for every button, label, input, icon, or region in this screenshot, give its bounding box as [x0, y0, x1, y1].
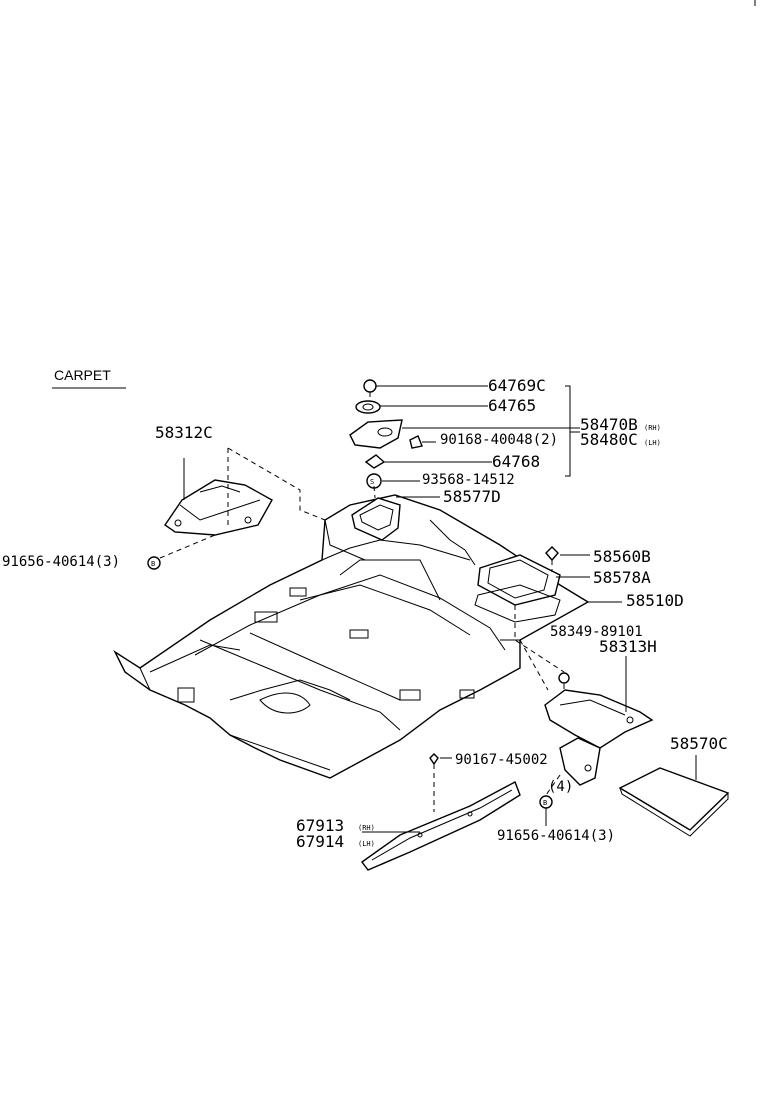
mat-58570C	[618, 767, 730, 837]
section-title: CARPET	[54, 367, 111, 383]
label-58577D: 58577D	[443, 487, 501, 506]
label-58313H: 58313H	[599, 637, 657, 656]
clip-58560B	[545, 546, 559, 562]
mark-58480C-side: (LH)	[644, 439, 661, 447]
label-90167: 90167-45002	[455, 752, 548, 768]
svg-text:B: B	[543, 799, 547, 807]
label-67913: 67913	[296, 816, 344, 835]
label-qty-4: (4)	[548, 779, 573, 795]
label-58510D: 58510D	[626, 591, 684, 610]
pad-58312C	[164, 479, 273, 536]
mark-58470B-side: (RH)	[644, 424, 661, 432]
label-58470B: 58470B	[580, 415, 638, 434]
label-64768: 64768	[492, 452, 540, 471]
cap-64769C	[363, 379, 377, 393]
label-58560B: 58560B	[593, 547, 651, 566]
label-64769C: 64769C	[488, 376, 546, 395]
mark-67914-side: (LH)	[358, 840, 375, 848]
scuff-plate-67913	[361, 781, 521, 871]
label-67914: 67914	[296, 832, 344, 851]
label-58570C: 58570C	[670, 734, 728, 753]
svg-text:B: B	[151, 560, 155, 568]
screw-90167	[429, 753, 439, 766]
label-91656-left: 91656-40614(3)	[2, 554, 120, 570]
grommet-58349	[558, 672, 570, 684]
label-90168: 90168-40048(2)	[440, 432, 558, 448]
label-58578A: 58578A	[593, 568, 651, 587]
label-93568: 93568-14512	[422, 472, 515, 488]
label-58349: 58349-89101	[550, 624, 643, 640]
clip-90168	[409, 435, 423, 449]
label-58480C: 58480C	[580, 430, 638, 449]
shift-boot-parts: S	[349, 379, 423, 489]
floor-carpet-58510D	[113, 494, 590, 779]
mark-67913-side: (RH)	[358, 824, 375, 832]
bolt-b-left	[147, 556, 161, 570]
bracket-64768	[364, 454, 386, 469]
pad-58313H	[544, 689, 654, 786]
label-64765: 64765	[488, 396, 536, 415]
label-91656-right: 91656-40614(3)	[497, 828, 615, 844]
plate-58470B	[349, 419, 403, 449]
svg-text:S: S	[370, 478, 374, 486]
label-58312C: 58312C	[155, 423, 213, 442]
ring-64765	[355, 400, 381, 414]
